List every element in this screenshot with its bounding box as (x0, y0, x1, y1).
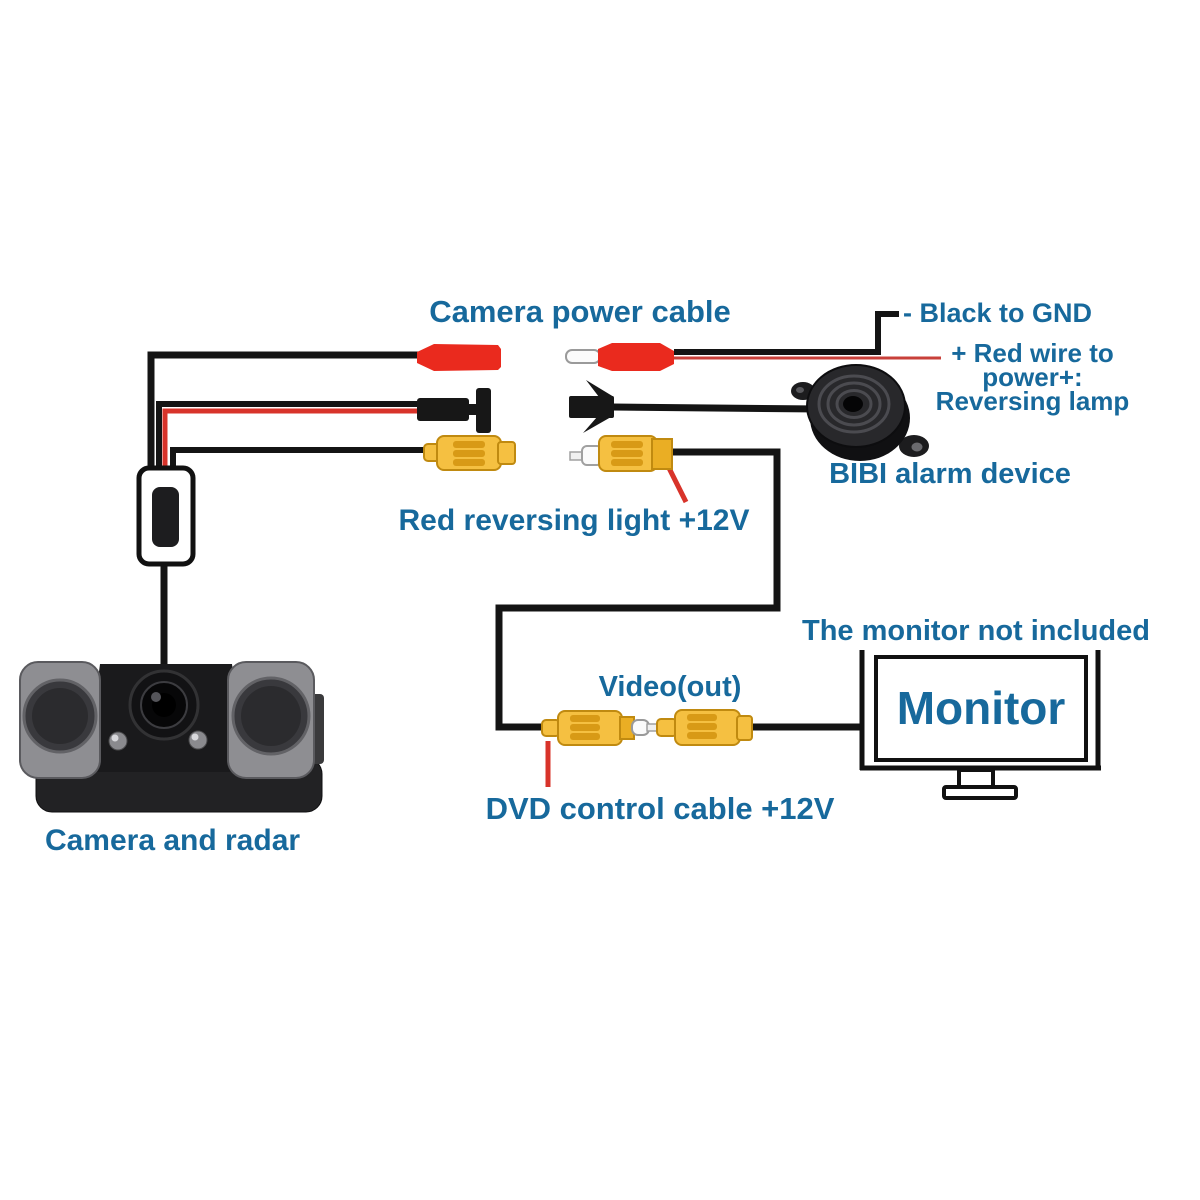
led-light (188, 730, 208, 750)
dvd-control-cable-label: DVD control cable +12V (485, 791, 835, 826)
rca-connector-extension-side (495, 435, 781, 731)
red-reversing-light-label: Red reversing light +12V (398, 504, 750, 537)
red-wire-to-power-label: + Red wire to power+: Reversing lamp (890, 338, 1175, 416)
camera-power-cable-label: Camera power cable (429, 294, 731, 329)
black-to-gnd-label: - Black to GND (903, 298, 1093, 328)
camera-and-radar-label: Camera and radar (44, 824, 301, 857)
monitor-frame (859, 650, 1101, 800)
sm-plug-connector-right (569, 380, 821, 433)
video-out-rca-male (541, 710, 659, 787)
red-wire-label-line3: Reversing lamp (935, 386, 1130, 416)
monitor-not-included-label: The monitor not included (802, 615, 1150, 647)
camera-junction-box (136, 465, 196, 567)
sm-plug-connector-left (417, 388, 491, 433)
red-wire-label-line2: power+: (982, 362, 1083, 392)
bibi-alarm-device-label: BIBI alarm device (829, 458, 1071, 490)
red-power-connector-left (417, 344, 501, 371)
red-power-connector-right (565, 311, 941, 371)
black-gnd-wire (674, 311, 899, 355)
camera-harness-wires (147, 351, 425, 668)
monitor-screen-label: Monitor (896, 682, 1066, 735)
led-light (108, 731, 128, 751)
video-out-label: Video(out) (598, 671, 742, 703)
video-extension-wire (495, 448, 781, 731)
red-wire-label-line1: + Red wire to (951, 338, 1114, 368)
video-out-rca-female (656, 709, 862, 746)
buzzer-wire (611, 403, 821, 413)
camera-radar-device (19, 661, 324, 813)
rca-connector-camera-side (423, 435, 516, 471)
bibi-alarm-device (791, 364, 929, 461)
